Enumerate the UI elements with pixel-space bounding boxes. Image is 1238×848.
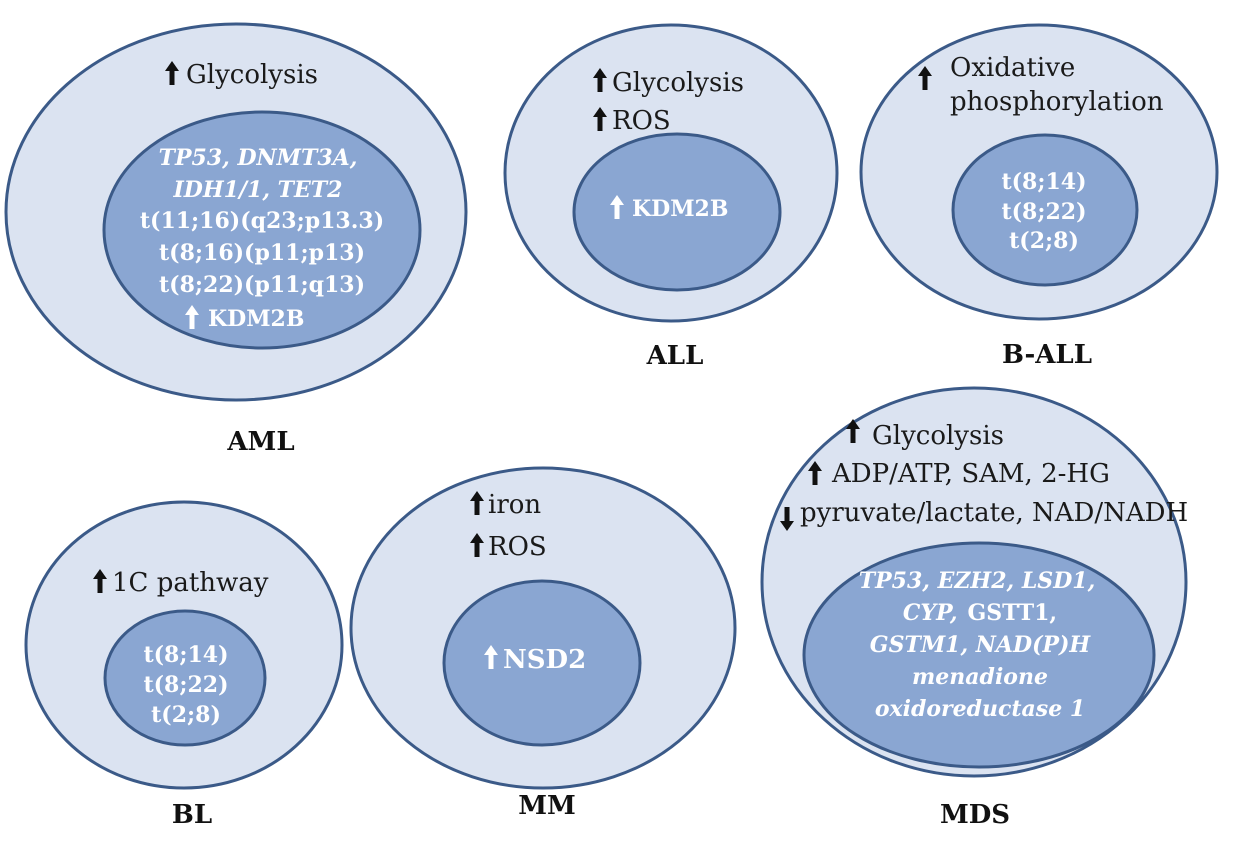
all-label: ALL	[646, 341, 704, 371]
aml-inner-line-3: t(8;22)(p11;q13)	[159, 272, 365, 298]
ball-outer-line-2: phosphorylation	[950, 87, 1164, 117]
all-inner-ellipse	[572, 132, 782, 292]
ball-inner-line-2: t(8;22)	[1001, 199, 1086, 225]
mds-inner-line-4: menadione	[912, 664, 1048, 690]
mm-outer-item-2: ROS	[488, 532, 547, 562]
aml-outer-item: Glycolysis	[186, 60, 318, 90]
aml-inner-ellipse	[102, 110, 422, 350]
mm-outer-item-1: iron	[488, 490, 541, 520]
bl-inner-line-2: t(8;22)	[143, 672, 228, 698]
bl-inner-line-3: t(2;8)	[151, 702, 221, 728]
bl-inner-line-1: t(8;14)	[143, 642, 228, 668]
bl-diagram: 1C pathway t(8;14) t(8;22) t(2;8) BL	[24, 500, 344, 830]
bl-outer-item: 1C pathway	[112, 568, 269, 598]
mds-label: MDS	[940, 800, 1010, 830]
mds-inner-line-1: TP53, EZH2, LSD1,	[859, 568, 1096, 594]
mds-inner-line-2-plain: GSTT1,	[967, 600, 1057, 626]
ball-label: B-ALL	[1002, 340, 1092, 370]
mds-inner-line-2-italic: CYP,	[903, 600, 958, 626]
ball-inner-line-1: t(8;14)	[1001, 169, 1086, 195]
mds-inner-ellipse	[802, 541, 1156, 769]
aml-inner-italic-2: IDH1/1, TET2	[173, 177, 343, 203]
mds-inner-line-5: oxidoreductase 1	[875, 696, 1085, 722]
mds-inner-line-3: GSTM1, NAD(P)H	[870, 632, 1092, 658]
aml-inner-italic-1: TP53, DNMT3A,	[159, 145, 358, 171]
mm-diagram: iron ROS NSD2 MM	[349, 466, 737, 821]
bl-inner-ellipse	[103, 609, 267, 747]
all-outer-item-1: Glycolysis	[612, 68, 744, 98]
bl-label: BL	[172, 800, 212, 830]
mm-inner-ellipse	[442, 579, 642, 747]
mds-outer-down-item: pyruvate/lactate, NAD/NADH	[800, 498, 1188, 528]
aml-inner-line-1: t(11;16)(q23;p13.3)	[140, 208, 384, 234]
all-inner-up-item: KDM2B	[632, 196, 728, 222]
mds-diagram: Glycolysis ADP/ATP, SAM, 2-HG pyruvate/l…	[760, 386, 1188, 830]
ball-inner-line-3: t(2;8)	[1009, 228, 1079, 254]
aml-label: AML	[226, 427, 294, 457]
mm-inner-up-item: NSD2	[503, 645, 586, 675]
mm-label: MM	[518, 791, 576, 821]
ball-inner-ellipse	[951, 133, 1139, 287]
ball-diagram: Oxidative phosphorylation t(8;14) t(8;22…	[859, 23, 1219, 370]
aml-diagram: Glycolysis TP53, DNMT3A, IDH1/1, TET2 t(…	[4, 22, 468, 457]
mds-inner-line-2: CYP, GSTT1,	[903, 600, 1057, 626]
mds-outer-up-item-2: ADP/ATP, SAM, 2-HG	[831, 459, 1110, 489]
aml-inner-line-2: t(8;16)(p11;p13)	[159, 240, 365, 266]
all-diagram: Glycolysis ROS KDM2B ALL	[503, 23, 839, 371]
aml-inner-up-item: KDM2B	[208, 306, 304, 332]
all-outer-item-2: ROS	[612, 106, 671, 136]
ball-outer-line-1: Oxidative	[950, 53, 1075, 83]
mds-outer-up-item-1: Glycolysis	[872, 421, 1004, 451]
